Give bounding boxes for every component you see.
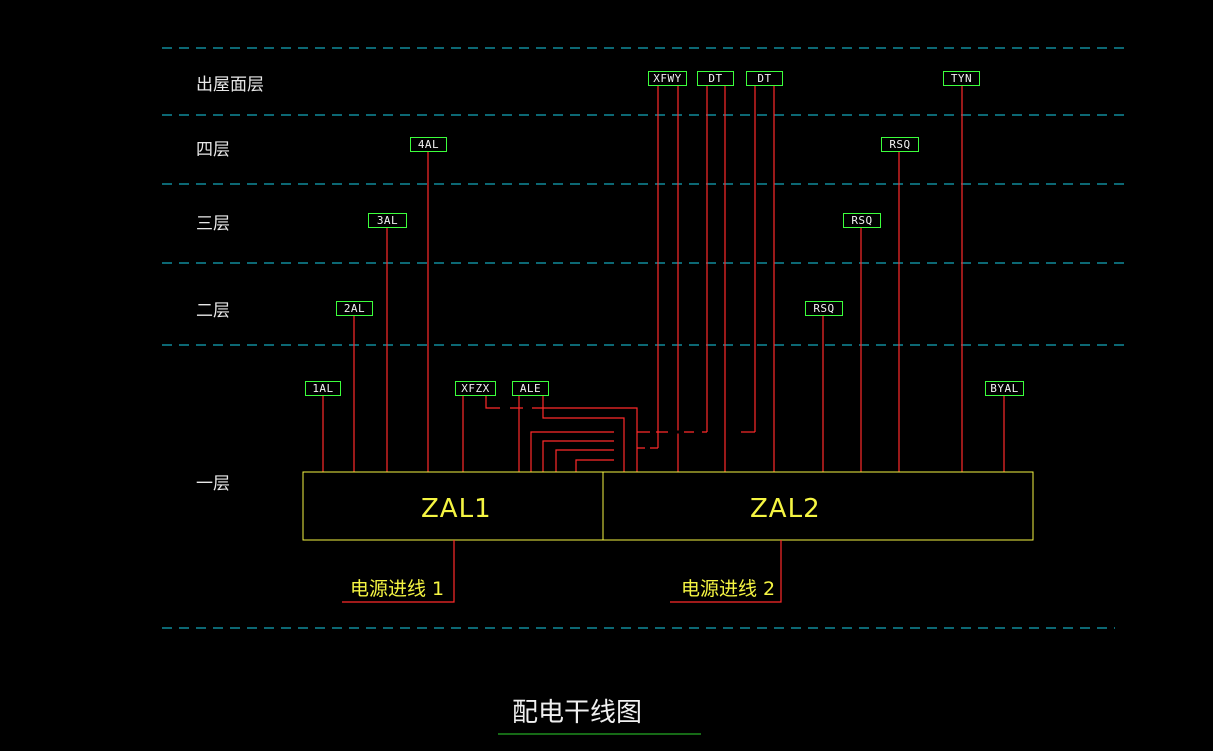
feed-label-2: 电源进线 2 [681,578,776,600]
link-dashes [500,406,736,450]
panel-zal1-box [302,471,604,541]
tag-XFWY: XFWY [648,71,687,86]
tag-ALE: ALE [512,381,549,396]
panels [302,471,1034,541]
floor-label-2: 二层 [196,301,230,321]
link-3 [530,431,614,472]
tag-XFZX: XFZX [455,381,496,396]
drawing-title: 配电干线图 [512,698,643,728]
feed-label-1: 电源进线 1 [350,578,445,600]
tag-1AL: 1AL [305,381,341,396]
link-5 [555,449,614,472]
floor-label-roof: 出屋面层 [196,75,264,95]
floor-label-3: 三层 [196,214,230,234]
panel-label-zal2: ZAL2 [750,494,821,524]
tag-RSQ-3: RSQ [843,213,881,228]
floor-label-1: 一层 [196,474,230,494]
panel-zal2-box [602,471,1034,541]
tag-2AL: 2AL [336,301,373,316]
riser-lines [322,85,1005,472]
tag-4AL: 4AL [410,137,447,152]
tag-BYAL: BYAL [985,381,1024,396]
tag-RSQ-4: RSQ [881,137,919,152]
floor-label-4: 四层 [196,140,230,160]
tag-DT-1: DT [697,71,734,86]
floor-grid-lines [162,47,1128,629]
tag-DT-2: DT [746,71,783,86]
tag-3AL: 3AL [368,213,407,228]
tag-TYN: TYN [943,71,980,86]
link-6 [575,459,614,472]
link-ALE [542,395,625,472]
link-4 [542,440,614,472]
feeder-line-1 [342,540,455,603]
feeder-line-2 [670,540,782,603]
feeder-lines [342,540,782,603]
tag-RSQ-2: RSQ [805,301,843,316]
link-XFZX [485,395,638,472]
panel-label-zal1: ZAL1 [421,494,492,524]
